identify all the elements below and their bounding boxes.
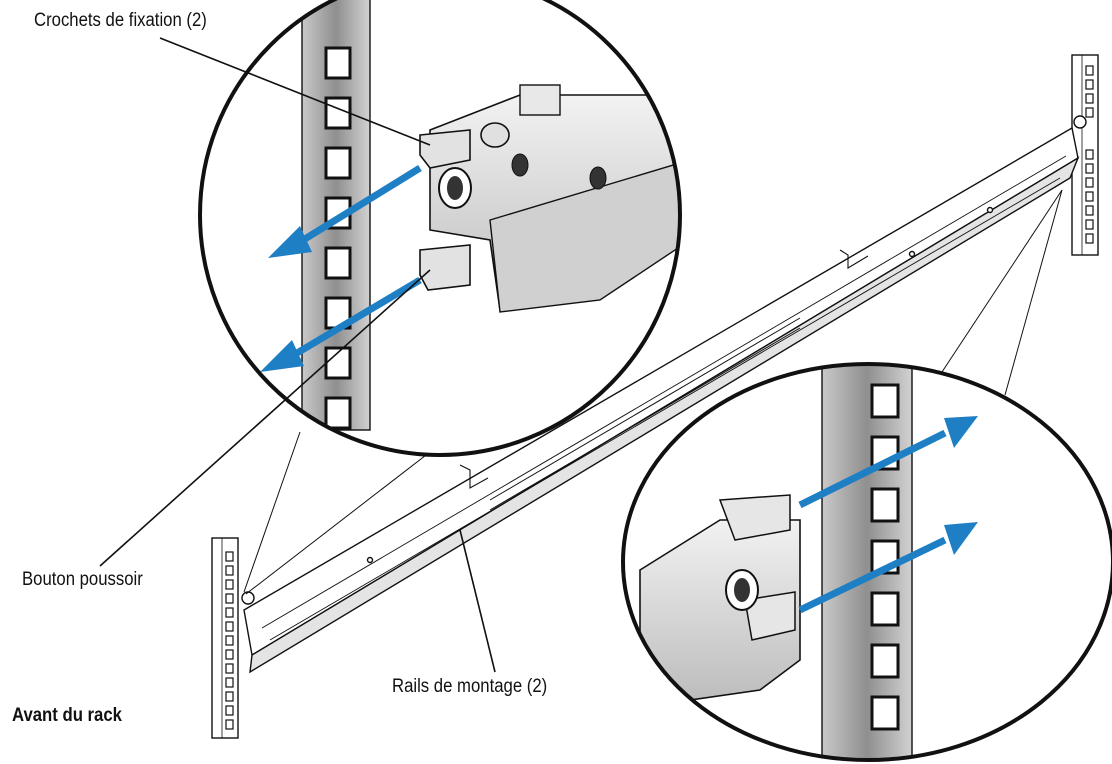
label-mounting-rails: Rails de montage (2)	[392, 676, 548, 697]
rack-post-front-left	[211, 537, 239, 739]
mounting-rail	[241, 115, 1087, 674]
mounting-hooks	[419, 129, 471, 291]
callout-lines	[243, 189, 1063, 595]
label-push-button: Bouton poussoir	[22, 569, 143, 590]
label-mounting-hooks: Crochets de fixation (2)	[34, 10, 207, 31]
arrow-hooks-in-upper	[798, 416, 978, 509]
callout-magnifier-front-hooks	[621, 362, 1112, 762]
callout-magnifier-rear-hooks	[198, 0, 682, 457]
arrow-hooks-in-lower	[798, 522, 978, 614]
label-rack-front: Avant du rack	[12, 705, 122, 726]
arrow-hooks-out-lower	[260, 276, 422, 372]
leader-lines	[99, 37, 496, 673]
arrow-hooks-out-upper	[268, 165, 422, 258]
